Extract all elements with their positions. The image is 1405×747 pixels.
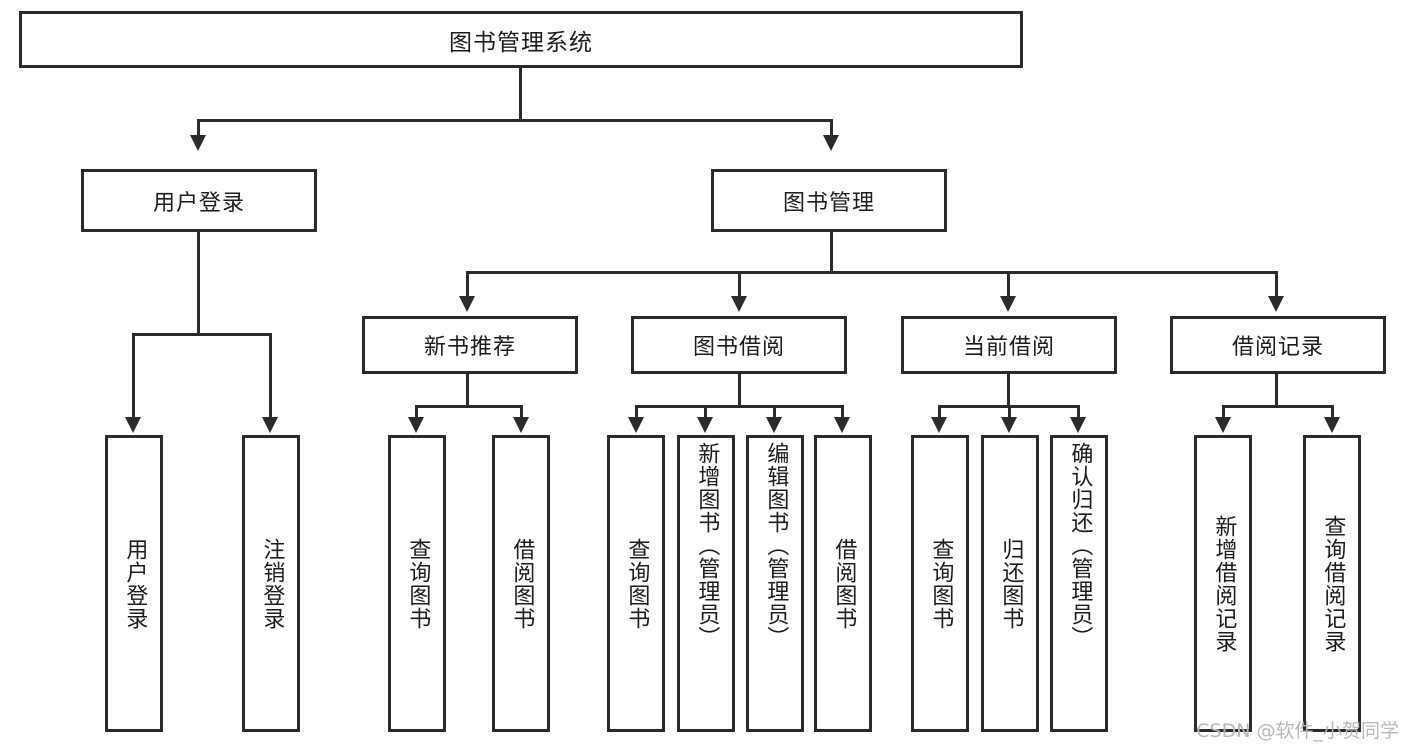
connector-book-borrow-leaf-4 — [841, 405, 844, 419]
leaf-label: 确认归还（管理员） — [1067, 442, 1093, 649]
leaf-label: 查询图书 — [624, 537, 650, 630]
connector-level1-bar — [197, 119, 833, 122]
connector-user-login-leaf-2 — [269, 333, 272, 419]
leaf-cb-query-book[interactable]: 查询图书 — [911, 435, 969, 732]
leaf-br-query-record[interactable]: 查询借阅记录 — [1303, 435, 1361, 732]
node-root-book-management-system[interactable]: 图书管理系统 — [19, 11, 1023, 68]
arrowhead-nbr-leaf-1 — [408, 417, 424, 433]
node-book-borrow[interactable]: 图书借阅 — [631, 316, 847, 374]
leaf-label: 注销登录 — [259, 537, 285, 630]
arrowhead-bb-leaf-1 — [628, 417, 644, 433]
connector-current-borrow-leaf-1 — [938, 405, 941, 419]
node-current-borrow[interactable]: 当前借阅 — [901, 316, 1117, 374]
leaf-cb-confirm-return-admin[interactable]: 确认归还（管理员） — [1050, 435, 1108, 732]
connector-new-book-recommend-leaf-1 — [415, 405, 418, 419]
arrowhead-user-login-leaf-1 — [125, 417, 141, 433]
connector-to-new-book-recommend — [466, 271, 469, 299]
arrowhead-new-book-recommend — [459, 296, 475, 312]
leaf-user-login[interactable]: 用户登录 — [105, 435, 163, 732]
connector-book-borrow-leaf-3 — [773, 405, 776, 419]
leaf-label: 借阅图书 — [509, 537, 535, 630]
connector-to-user-login — [197, 119, 200, 139]
arrowhead-bb-leaf-3 — [766, 417, 782, 433]
connector-current-borrow-stem — [1007, 374, 1010, 407]
connector-user-login-bar — [132, 333, 272, 336]
arrowhead-user-login — [190, 135, 206, 151]
connector-new-book-recommend-stem — [466, 374, 469, 407]
connector-root-stem — [519, 68, 522, 121]
arrowhead-bb-leaf-4 — [834, 417, 850, 433]
arrowhead-user-login-leaf-2 — [262, 417, 278, 433]
arrowhead-cb-leaf-2 — [1001, 417, 1017, 433]
arrowhead-br-leaf-2 — [1324, 417, 1340, 433]
leaf-bb-edit-book-admin[interactable]: 编辑图书（管理员） — [746, 435, 804, 732]
leaf-br-add-record[interactable]: 新增借阅记录 — [1194, 435, 1252, 732]
node-new-book-recommend[interactable]: 新书推荐 — [362, 316, 578, 374]
node-label: 当前借阅 — [962, 335, 1055, 360]
connector-book-management-stem — [830, 232, 833, 273]
leaf-nbr-borrow-book[interactable]: 借阅图书 — [492, 435, 550, 732]
leaf-label: 借阅图书 — [831, 537, 857, 630]
node-label: 借阅记录 — [1231, 335, 1324, 360]
node-label: 新书推荐 — [423, 335, 516, 360]
connector-level3-bar — [466, 271, 1278, 274]
connector-book-borrow-leaf-1 — [635, 405, 638, 419]
connector-user-login-leaf-1 — [132, 333, 135, 419]
node-label: 图书借阅 — [692, 335, 785, 360]
node-label: 用户登录 — [152, 190, 245, 216]
arrowhead-nbr-leaf-2 — [513, 417, 529, 433]
connector-current-borrow-leaf-3 — [1077, 405, 1080, 419]
leaf-label: 新增图书（管理员） — [694, 442, 720, 649]
connector-book-borrow-leaf-2 — [704, 405, 707, 419]
arrowhead-bb-leaf-2 — [697, 417, 713, 433]
connector-borrow-record-stem — [1275, 374, 1278, 407]
connector-to-book-borrow — [738, 271, 741, 299]
leaf-bb-query-book[interactable]: 查询图书 — [607, 435, 665, 732]
node-book-management[interactable]: 图书管理 — [711, 169, 947, 232]
arrowhead-cb-leaf-3 — [1070, 417, 1086, 433]
leaf-label: 新增借阅记录 — [1211, 514, 1237, 653]
arrowhead-current-borrow — [1000, 296, 1016, 312]
leaf-label: 查询图书 — [405, 537, 431, 630]
arrowhead-borrow-record — [1268, 296, 1284, 312]
connector-to-book-management — [830, 119, 833, 139]
leaf-label: 用户登录 — [122, 537, 148, 630]
leaf-label: 查询借阅记录 — [1320, 514, 1346, 653]
arrowhead-cb-leaf-1 — [931, 417, 947, 433]
leaf-label: 编辑图书（管理员） — [763, 442, 789, 649]
connector-book-borrow-stem — [738, 374, 741, 407]
leaf-logout[interactable]: 注销登录 — [242, 435, 300, 732]
leaf-cb-return-book[interactable]: 归还图书 — [981, 435, 1039, 732]
connector-borrow-record-leaf-2 — [1331, 405, 1334, 419]
connector-new-book-recommend-leaf-2 — [520, 405, 523, 419]
leaf-bb-add-book-admin[interactable]: 新增图书（管理员） — [677, 435, 735, 732]
connector-borrow-record-bar — [1222, 405, 1334, 408]
leaf-label: 归还图书 — [998, 537, 1024, 630]
connector-book-borrow-bar — [635, 405, 844, 408]
node-user-login[interactable]: 用户登录 — [81, 169, 317, 232]
node-label: 图书管理 — [782, 190, 875, 216]
connector-borrow-record-leaf-1 — [1222, 405, 1225, 419]
leaf-nbr-query-book[interactable]: 查询图书 — [388, 435, 446, 732]
connector-current-borrow-leaf-2 — [1008, 405, 1011, 419]
arrowhead-book-management — [823, 135, 839, 151]
leaf-label: 查询图书 — [928, 537, 954, 630]
leaf-bb-borrow-book[interactable]: 借阅图书 — [814, 435, 872, 732]
connector-to-current-borrow — [1007, 271, 1010, 299]
connector-user-login-stem — [197, 232, 200, 335]
node-borrow-record[interactable]: 借阅记录 — [1170, 316, 1386, 374]
connector-to-borrow-record — [1275, 271, 1278, 299]
arrowhead-br-leaf-1 — [1215, 417, 1231, 433]
node-label: 图书管理系统 — [449, 29, 593, 56]
arrowhead-book-borrow — [731, 296, 747, 312]
connector-new-book-recommend-bar — [415, 405, 523, 408]
